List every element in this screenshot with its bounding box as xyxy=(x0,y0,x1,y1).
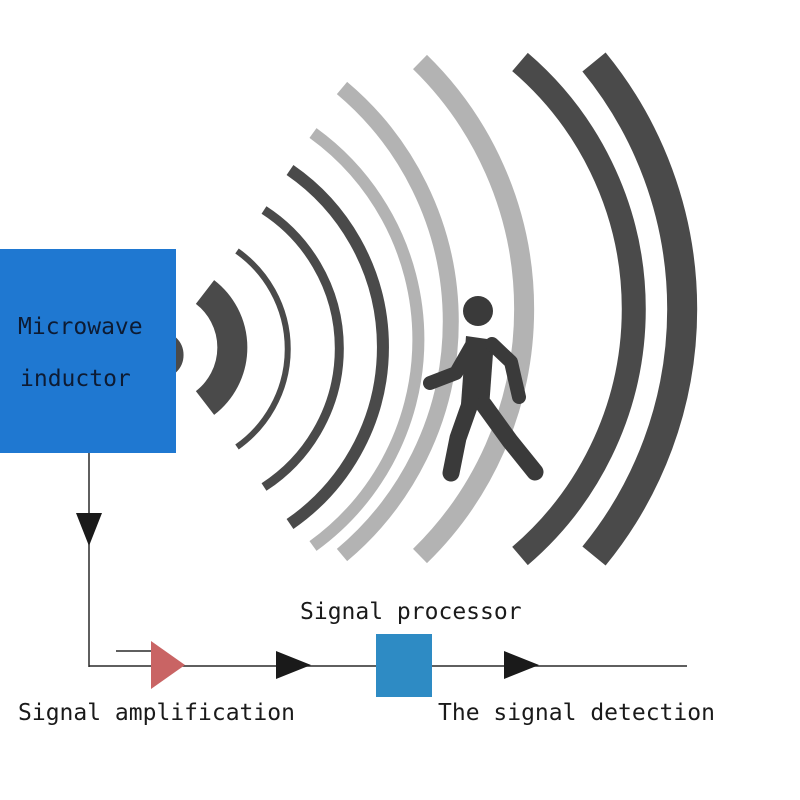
wave-arc-3 xyxy=(235,248,291,450)
signal-amplification-label: Signal amplification xyxy=(18,700,295,726)
wave-arc-10 xyxy=(582,52,698,566)
signal-detection-label: The signal detection xyxy=(438,700,715,726)
microwave-waves xyxy=(167,52,698,566)
right-arrow-icon-1 xyxy=(276,651,311,679)
amplifier-triangle-icon xyxy=(151,641,185,689)
wave-arc-4 xyxy=(261,206,344,491)
walking-person-icon xyxy=(423,296,544,482)
wave-arc-8 xyxy=(413,54,535,564)
person-leg-left xyxy=(442,395,479,482)
wave-arc-2 xyxy=(195,280,248,415)
signal-processor-box xyxy=(376,634,432,697)
signal-processor-label: Signal processor xyxy=(300,599,522,625)
wave-arc-5 xyxy=(286,165,389,529)
wave-arc-9 xyxy=(512,52,646,566)
down-arrow-icon xyxy=(76,513,102,546)
sensor-label-line2: inductor xyxy=(20,366,131,392)
person-arm-left xyxy=(423,338,479,390)
person-leg-right xyxy=(475,396,544,481)
right-arrow-icon-2 xyxy=(504,651,539,679)
person-arm-right xyxy=(485,337,526,404)
wave-arc-6 xyxy=(309,128,425,551)
person-head xyxy=(463,296,493,326)
sensor-label-line1: Microwave xyxy=(18,314,143,340)
wave-arc-7 xyxy=(336,81,459,562)
microwave-sensor-box xyxy=(0,249,176,453)
